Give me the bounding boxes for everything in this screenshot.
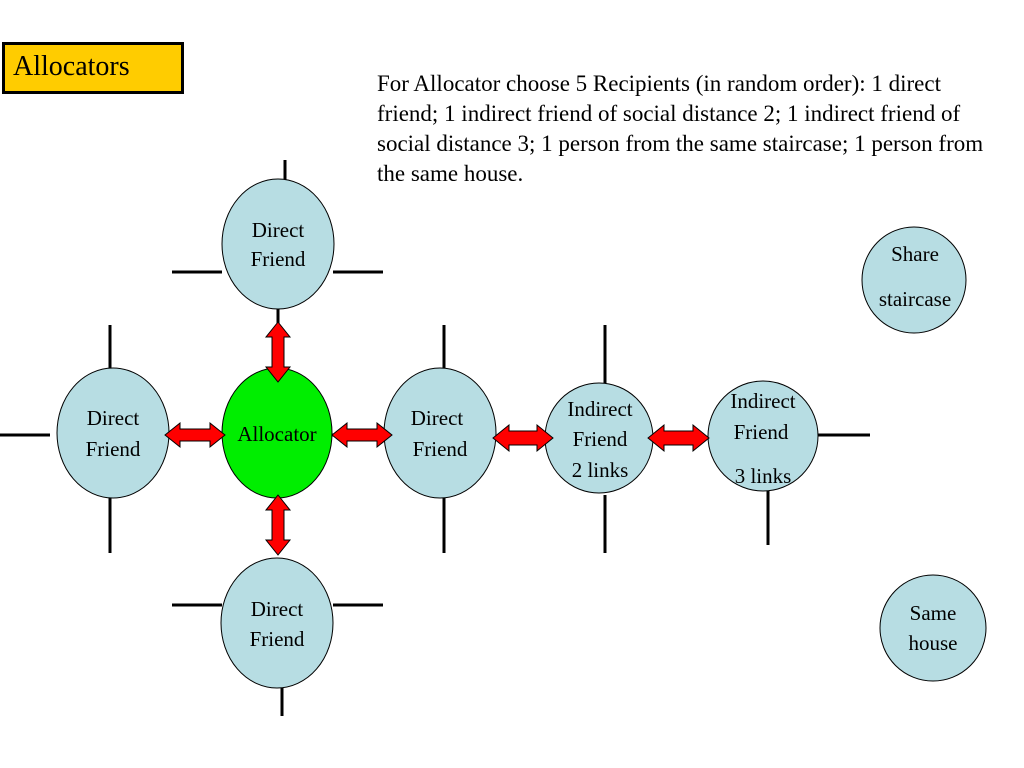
indirect-friend-2-label-2: Friend [573,427,628,451]
share-staircase-label-1: Share [891,242,939,266]
double-arrow-indirect-3 [647,423,710,453]
indirect-friend-3-label-3: 3 links [735,464,792,488]
direct-friend-bottom-label-1: Direct [251,597,304,621]
direct-friend-right-label-1: Direct [411,406,464,430]
double-arrow-indirect-2 [492,423,554,453]
direct-friend-bottom-node [220,557,334,689]
double-arrow-top [264,321,292,383]
instructions-text: For Allocator choose 5 Recipients (in ra… [377,71,984,186]
direct-friend-left-label-2: Friend [86,437,141,461]
share-staircase-node [861,226,967,334]
indirect-friend-2-label-1: Indirect [567,397,632,421]
share-staircase-label-2: staircase [879,287,951,311]
title-box: Allocators [2,42,184,94]
indirect-friend-3-label-2: Friend [734,420,789,444]
indirect-friend-3-node [707,380,819,492]
indirect-friend-3-label-1: Indirect [730,389,795,413]
direct-friend-bottom-label-2: Friend [250,627,305,651]
direct-friend-right-node [383,367,497,499]
page-title: Allocators [13,51,130,82]
allocator-label: Allocator [237,422,316,446]
direct-friend-left-node [56,367,170,499]
direct-friend-top-node [221,178,335,310]
same-house-label-1: Same [910,601,957,625]
double-arrow-right [331,421,393,449]
direct-friend-top-label-1: Direct [252,218,305,242]
same-house-label-2: house [909,631,958,655]
direct-friend-left-label-1: Direct [87,406,140,430]
direct-friend-right-label-2: Friend [413,437,468,461]
double-arrow-left [164,421,226,449]
double-arrow-bottom [264,494,292,556]
same-house-node [879,574,987,682]
direct-friend-top-label-2: Friend [251,247,306,271]
indirect-friend-2-label-3: 2 links [572,458,629,482]
